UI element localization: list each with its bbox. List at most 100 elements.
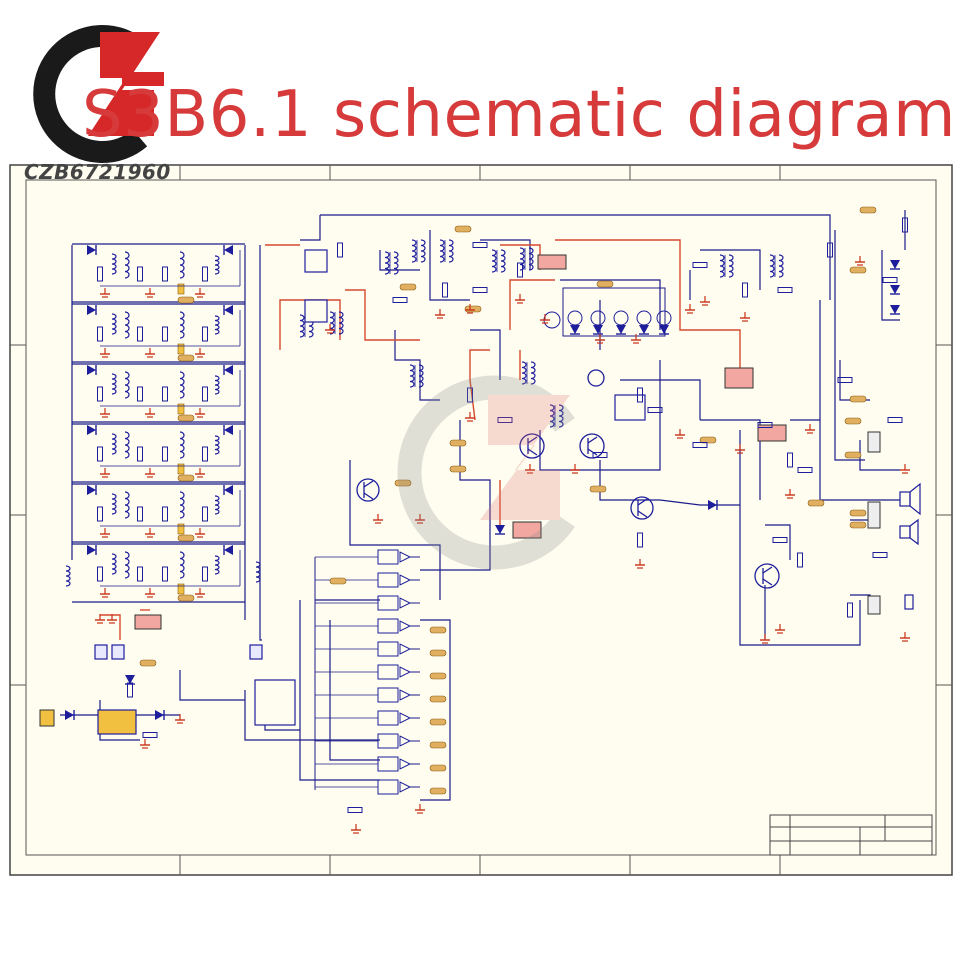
buffer-icon bbox=[399, 643, 412, 655]
resistor bbox=[797, 467, 813, 473]
inductor-coil bbox=[124, 551, 130, 579]
filter-header bbox=[177, 283, 185, 295]
diode-icon bbox=[223, 245, 233, 255]
diode-icon bbox=[155, 710, 165, 720]
diode-body bbox=[659, 325, 669, 334]
net-label bbox=[589, 485, 607, 493]
inductor-coil bbox=[500, 249, 506, 273]
diode-icon bbox=[87, 305, 97, 315]
diode-body bbox=[639, 325, 649, 334]
inductor-coil bbox=[214, 435, 220, 455]
resistor bbox=[837, 377, 853, 383]
resistor bbox=[97, 446, 103, 462]
diode-body bbox=[125, 675, 135, 684]
diode-icon bbox=[495, 525, 505, 535]
inductor-coil bbox=[448, 239, 454, 263]
inductor-coil bbox=[111, 553, 117, 575]
inductor-coil bbox=[214, 495, 220, 515]
diode-icon bbox=[639, 325, 649, 335]
inductor-coil bbox=[728, 254, 734, 278]
transistor-q1 bbox=[356, 478, 380, 502]
inductor-coil bbox=[420, 239, 426, 263]
inductor-coil bbox=[179, 251, 185, 279]
net-label bbox=[454, 225, 472, 233]
net-label bbox=[399, 283, 417, 291]
resistor bbox=[162, 566, 168, 582]
header-j8 bbox=[867, 595, 881, 615]
inductor-coil bbox=[530, 361, 536, 385]
net-label bbox=[464, 305, 482, 313]
resistor bbox=[777, 287, 793, 293]
inductor-coil bbox=[549, 404, 555, 428]
center-watermark-logo-icon bbox=[397, 375, 575, 570]
buffer-icon bbox=[399, 712, 412, 724]
inductor-coil bbox=[214, 315, 220, 335]
inductor-coil bbox=[255, 561, 261, 583]
diode-body bbox=[495, 525, 505, 534]
resistor bbox=[202, 266, 208, 282]
net-label bbox=[177, 296, 195, 304]
resistor bbox=[637, 532, 643, 548]
resistor bbox=[137, 326, 143, 342]
resistor bbox=[517, 262, 523, 278]
net-label bbox=[844, 451, 862, 459]
inductor-coil bbox=[179, 371, 185, 399]
net-label bbox=[844, 417, 862, 425]
net-label bbox=[429, 672, 447, 680]
transistors bbox=[356, 369, 780, 589]
diode-body bbox=[890, 305, 900, 314]
inductor-coil bbox=[179, 311, 185, 339]
diode-icon bbox=[87, 485, 97, 495]
diode-icon bbox=[223, 365, 233, 375]
net-label bbox=[429, 764, 447, 772]
resistor bbox=[142, 732, 158, 738]
filter-bank bbox=[65, 243, 261, 603]
resistor bbox=[97, 506, 103, 522]
resistor bbox=[692, 262, 708, 268]
diode-body bbox=[224, 365, 233, 375]
title-block bbox=[769, 814, 933, 856]
buffer-icon bbox=[399, 666, 412, 678]
resistor bbox=[137, 266, 143, 282]
inductor-coil bbox=[124, 371, 130, 399]
header-j2 bbox=[724, 367, 754, 389]
diode-array-frame bbox=[562, 287, 666, 337]
diode-body bbox=[87, 545, 96, 555]
resistor bbox=[97, 266, 103, 282]
resistor bbox=[692, 442, 708, 448]
buffer-icon bbox=[399, 551, 412, 563]
inductor-coil bbox=[124, 251, 130, 279]
inductor-coil bbox=[179, 431, 185, 459]
inductor-coil bbox=[214, 375, 220, 395]
buffer-icon bbox=[399, 689, 412, 701]
diode-body bbox=[87, 245, 96, 255]
diode-icon bbox=[87, 425, 97, 435]
diode-body bbox=[224, 245, 233, 255]
inductor-coil bbox=[179, 551, 185, 579]
resistor bbox=[757, 422, 773, 428]
diode-body bbox=[890, 260, 900, 269]
resistor bbox=[202, 386, 208, 402]
resistor bbox=[202, 566, 208, 582]
transistor-q6 bbox=[587, 369, 605, 387]
diode-icon bbox=[570, 325, 580, 335]
filter-header bbox=[177, 523, 185, 535]
relay-column bbox=[314, 549, 420, 795]
transistor-q5 bbox=[754, 563, 780, 589]
resistor bbox=[392, 297, 408, 303]
diode-icon bbox=[890, 285, 900, 295]
inductor-coil bbox=[124, 431, 130, 459]
resistor bbox=[137, 446, 143, 462]
resistor bbox=[337, 242, 343, 258]
resistor bbox=[162, 386, 168, 402]
ic-osc bbox=[614, 394, 646, 421]
net-label bbox=[849, 395, 867, 403]
filter-header bbox=[177, 463, 185, 475]
net-label bbox=[139, 659, 157, 667]
diode-body bbox=[87, 425, 96, 435]
inductor-coil bbox=[111, 253, 117, 275]
frame-ticks bbox=[10, 165, 952, 875]
resistor bbox=[742, 282, 748, 298]
net-label bbox=[394, 479, 412, 487]
inductor-coil bbox=[179, 491, 185, 519]
